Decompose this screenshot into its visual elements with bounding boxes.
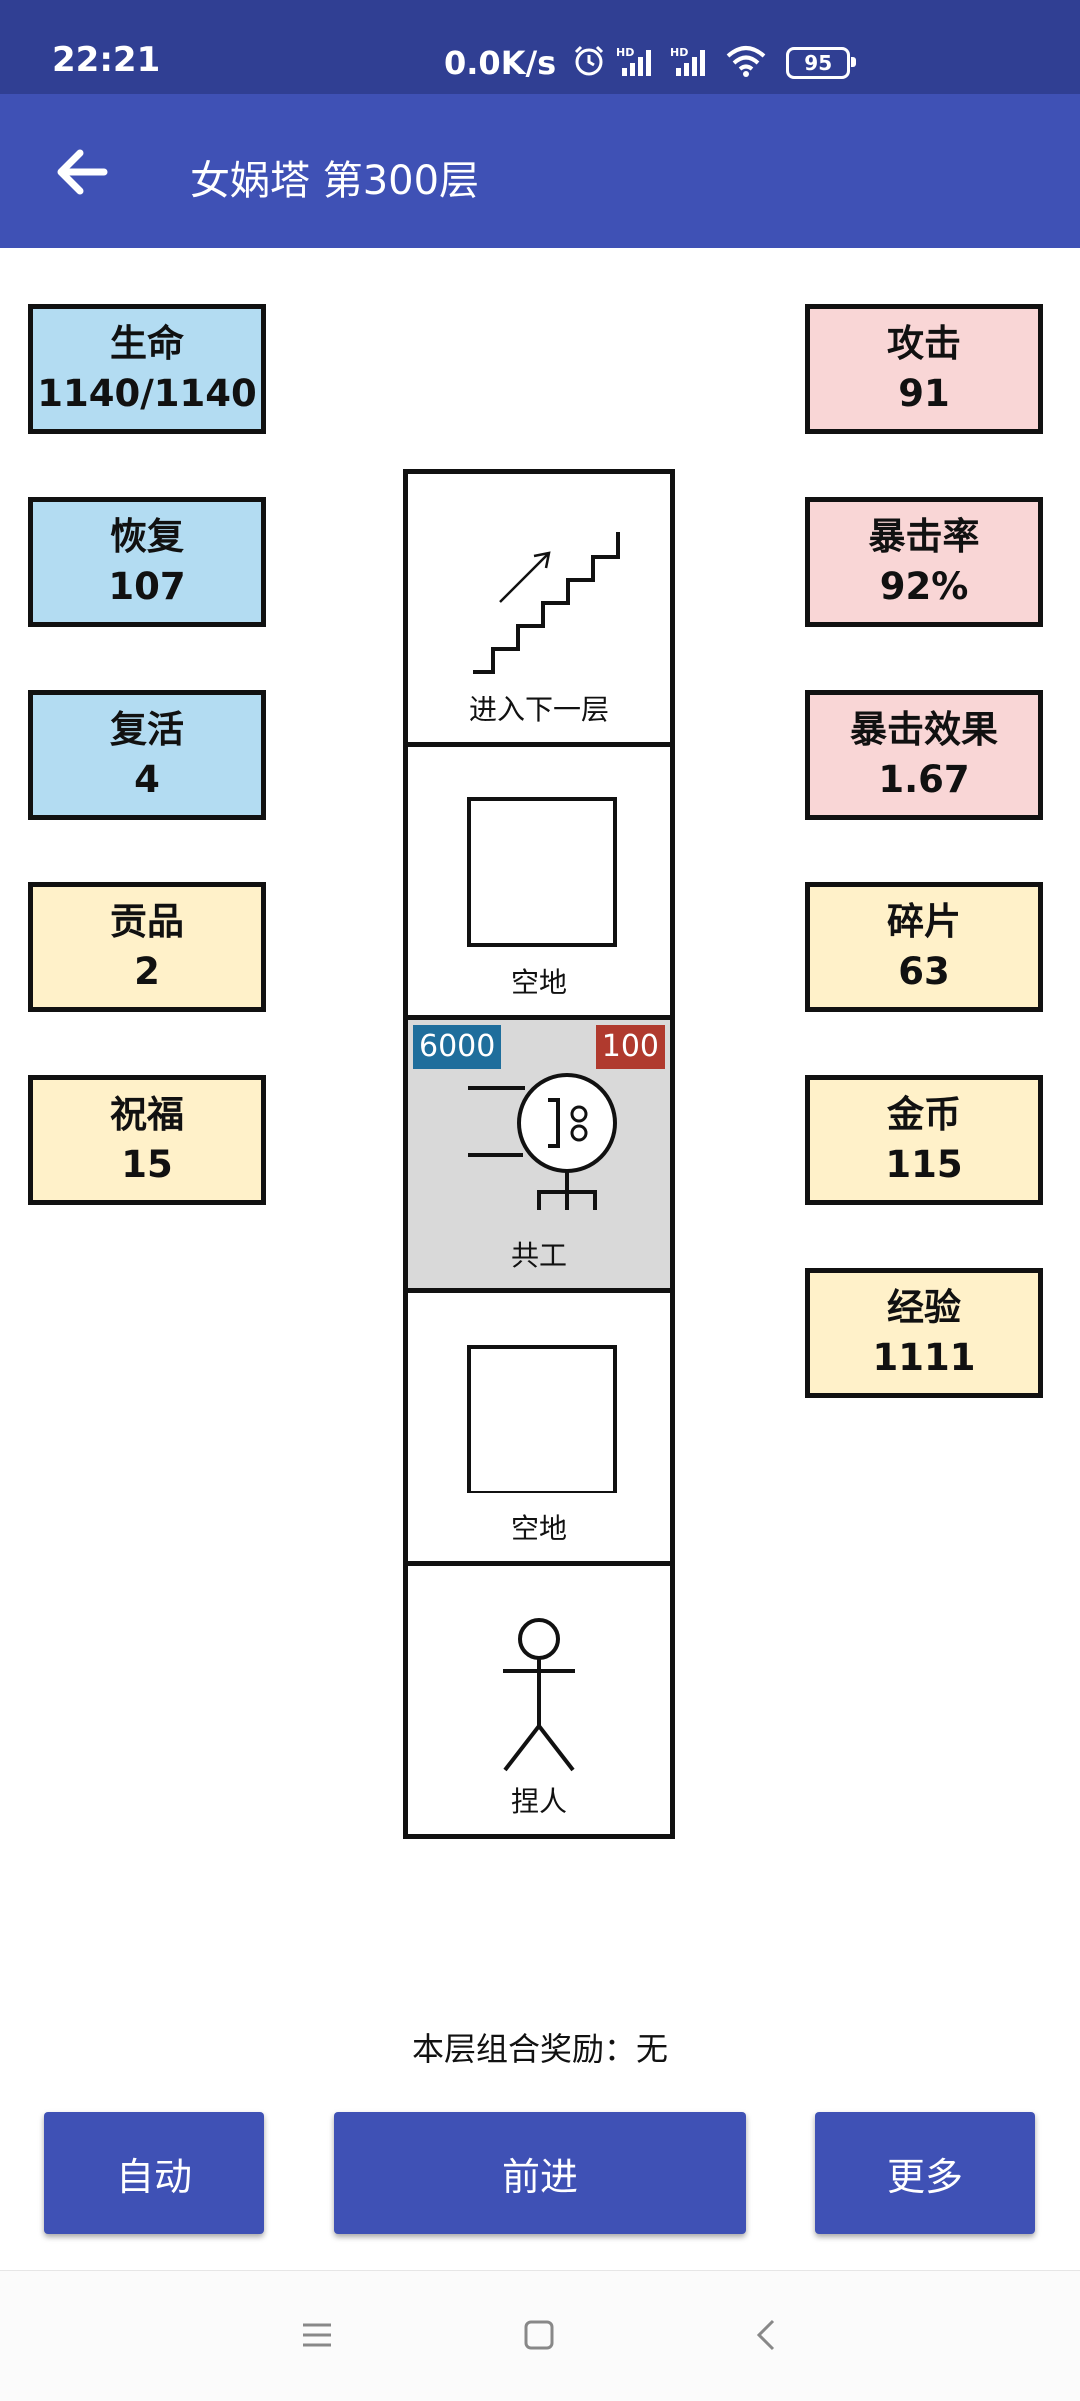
forward-button[interactable]: 前进 xyxy=(334,2112,746,2234)
stat-label: 金币 xyxy=(887,1093,961,1136)
app-bar: 女娲塔 第300层 xyxy=(0,94,1080,248)
system-back-button[interactable] xyxy=(737,2305,797,2365)
stat-value: 2 xyxy=(134,950,160,993)
stat-value: 91 xyxy=(898,372,950,415)
status-icons: 0.0K/s HD HD 95 xyxy=(444,38,857,88)
battery-level: 95 xyxy=(804,51,833,75)
stick-figure-icon xyxy=(503,1618,575,1772)
menu-button[interactable] xyxy=(287,2305,347,2365)
stat-value: 115 xyxy=(885,1143,963,1186)
stat-value: 92% xyxy=(879,565,969,608)
stairs-up-icon xyxy=(473,532,620,674)
hd-signal-icon: HD xyxy=(670,44,714,82)
stat-label: 暴击效果 xyxy=(850,708,998,751)
stat-label: 复活 xyxy=(110,708,184,751)
menu-icon xyxy=(303,2323,331,2347)
empty-square-icon xyxy=(467,1345,617,1493)
stat-label: 经验 xyxy=(887,1286,961,1329)
tower-cell-monster[interactable]: 6000 100 共工 xyxy=(403,1015,675,1293)
monster-icon xyxy=(468,1073,617,1210)
svg-text:HD: HD xyxy=(616,46,634,59)
stat-value: 63 xyxy=(898,950,950,993)
cell-label: 空地 xyxy=(510,1512,567,1545)
system-nav-bar xyxy=(0,2270,1080,2401)
stat-crit-effect: 暴击效果 1.67 xyxy=(805,690,1043,820)
alarm-icon xyxy=(572,44,606,82)
stat-value: 107 xyxy=(108,565,186,608)
cell-label: 共工 xyxy=(510,1239,567,1272)
tower-cell-empty[interactable]: 空地 xyxy=(403,742,675,1020)
wifi-icon xyxy=(724,44,768,82)
stat-label: 碎片 xyxy=(887,900,961,943)
stat-attack: 攻击 91 xyxy=(805,304,1043,434)
tower-cell-stairs[interactable]: 进入下一层 xyxy=(403,469,675,747)
tower-cell-empty[interactable]: 空地 xyxy=(403,1288,675,1566)
stat-label: 贡品 xyxy=(110,900,184,943)
home-button[interactable] xyxy=(509,2305,569,2365)
monster-hp-badge: 6000 xyxy=(413,1025,502,1069)
stat-revive: 复活 4 xyxy=(28,690,266,820)
stat-life: 生命 1140/1140 xyxy=(28,304,266,434)
status-time: 22:21 xyxy=(52,40,161,80)
auto-button[interactable]: 自动 xyxy=(44,2112,264,2234)
stat-recovery: 恢复 107 xyxy=(28,497,266,627)
stat-value: 1.67 xyxy=(878,758,970,801)
cell-label: 进入下一层 xyxy=(468,693,609,726)
tower-cell-create-character[interactable]: 捏人 xyxy=(403,1561,675,1839)
stat-label: 攻击 xyxy=(887,322,961,365)
stat-fragments: 碎片 63 xyxy=(805,882,1043,1012)
stat-value: 15 xyxy=(121,1143,173,1186)
monster-attack-badge: 100 xyxy=(595,1025,665,1069)
home-square-icon xyxy=(524,2320,554,2350)
network-speed: 0.0K/s xyxy=(444,44,557,82)
stat-crit-rate: 暴击率 92% xyxy=(805,497,1043,627)
hd-signal-icon: HD xyxy=(616,44,660,82)
stat-gold: 金币 115 xyxy=(805,1075,1043,1205)
arrow-left-icon xyxy=(57,149,108,195)
more-button[interactable]: 更多 xyxy=(815,2112,1035,2234)
stat-label: 祝福 xyxy=(110,1093,184,1136)
cell-label: 捏人 xyxy=(510,1785,567,1818)
stat-exp: 经验 1111 xyxy=(805,1268,1043,1398)
empty-square-icon xyxy=(467,797,617,947)
floor-bonus-text: 本层组合奖励：无 xyxy=(411,2030,668,2068)
svg-text:HD: HD xyxy=(670,46,688,59)
stat-value: 1111 xyxy=(872,1336,976,1379)
stat-label: 生命 xyxy=(110,322,184,365)
cell-label: 空地 xyxy=(510,966,567,999)
stat-tribute: 贡品 2 xyxy=(28,882,266,1012)
back-chevron-icon xyxy=(756,2319,775,2351)
back-button[interactable] xyxy=(52,140,116,204)
stat-label: 恢复 xyxy=(110,515,184,558)
page-title: 女娲塔 第300层 xyxy=(190,158,480,204)
stat-blessing: 祝福 15 xyxy=(28,1075,266,1205)
stat-label: 暴击率 xyxy=(868,515,980,558)
battery-icon: 95 xyxy=(786,47,857,79)
status-bar: 22:21 0.0K/s HD HD 95 xyxy=(0,0,1080,94)
stat-value: 4 xyxy=(134,758,160,801)
stat-value: 1140/1140 xyxy=(37,372,257,415)
